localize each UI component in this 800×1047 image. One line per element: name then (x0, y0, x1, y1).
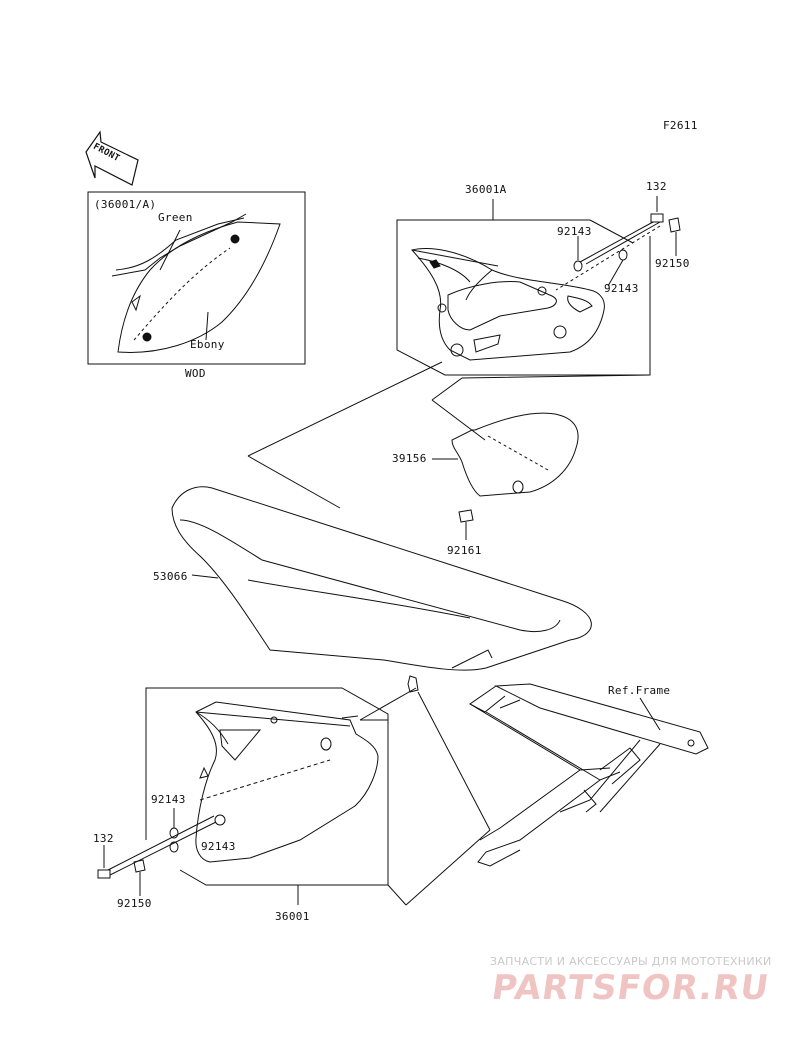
part-label-39156: 39156 (392, 452, 427, 465)
grommet-92161-icon (458, 509, 474, 540)
figure-code: F2611 (663, 119, 698, 132)
part-label-92143-bottom-a: 92143 (151, 793, 186, 806)
inset-box (87, 191, 306, 365)
seat-hook-icon (359, 675, 491, 831)
inset-ebony-label: Ebony (190, 338, 225, 351)
part-label-92150-bottom: 92150 (117, 897, 152, 910)
collar-92150-bottom-icon (133, 859, 146, 896)
part-label-92143-bottom-b: 92143 (201, 840, 236, 853)
watermark-logo: PARTSFOR.RU (489, 968, 772, 1008)
part-label-53066: 53066 (153, 570, 188, 583)
inset-caption: WOD (185, 367, 206, 380)
part-label-92143-top-b: 92143 (604, 282, 639, 295)
inset-green-label: Green (158, 211, 193, 224)
part-label-ref-frame: Ref.Frame (608, 684, 671, 697)
part-label-132-bottom: 132 (93, 832, 114, 845)
washer-92143-top-b-icon (607, 249, 628, 287)
bolt-132-bottom-icon (97, 815, 217, 879)
pad-39156 (431, 374, 651, 497)
part-label-36001: 36001 (275, 910, 310, 923)
washer-92143-bottom-b-icon (169, 841, 179, 853)
side-cover-left (145, 687, 389, 886)
frame (469, 683, 709, 867)
collar-92150-top-icon (668, 217, 681, 256)
washer-92143-bottom-a-icon (169, 808, 179, 839)
washer-92143-top-a-icon (573, 236, 583, 272)
part-label-132-top: 132 (646, 180, 667, 193)
inset-ref-label: (36001/A) (94, 198, 157, 211)
seat-53066 (171, 486, 592, 671)
front-arrow-icon (85, 130, 139, 186)
part-label-92143-top-a: 92143 (557, 225, 592, 238)
watermark-tagline: ЗАПЧАСТИ И АКСЕССУАРЫ ДЛЯ МОТОТЕХНИКИ (490, 955, 772, 968)
bolt-132-top-icon (555, 196, 664, 291)
part-label-92161: 92161 (447, 544, 482, 557)
part-label-36001A: 36001A (465, 183, 507, 196)
part-label-92150-top: 92150 (655, 257, 690, 270)
